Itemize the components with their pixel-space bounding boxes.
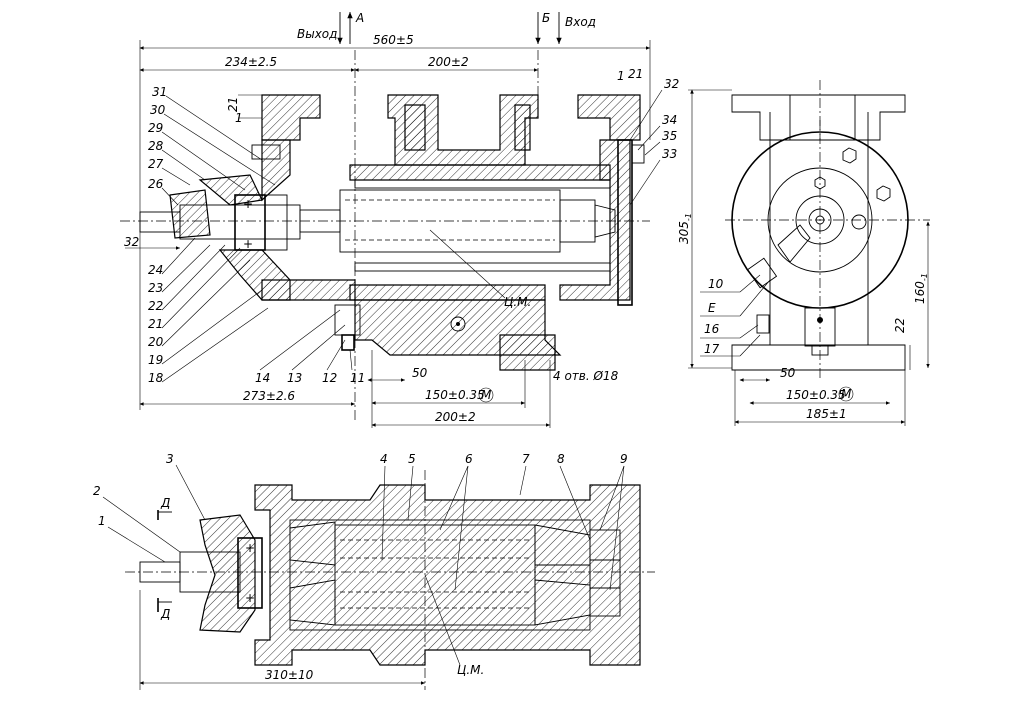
callout-30: 30 (150, 103, 166, 117)
callout-24: 24 (148, 263, 163, 277)
callout-35: 35 (662, 129, 677, 143)
callout-12: 12 (322, 371, 337, 385)
callout-e: Е (708, 301, 716, 315)
callout-10: 10 (708, 277, 724, 291)
bottom-dimensions: 310±10 Д Д Ц.М. (139, 496, 484, 690)
callout-5: 5 (408, 452, 416, 466)
dim-foot-50: 50 (412, 366, 428, 380)
svg-text:+: + (243, 237, 253, 251)
dim-overall-length: 560±5 (373, 33, 414, 47)
dim-left-to-mid: 273±2.6 (243, 389, 295, 403)
dim-foot-length: 200±2 (435, 410, 476, 424)
side-view (725, 80, 930, 380)
section-letter-top: Д (160, 496, 170, 510)
side-dim-foot-bolt-spacing: 150±0.35 (786, 388, 846, 402)
dim-axis-height: 160-1 (913, 273, 929, 304)
callout-8: 8 (557, 452, 565, 466)
top-section-view: + + (120, 50, 650, 420)
side-callouts: 10 Е 16 17 (700, 274, 771, 357)
inlet-letter: Б (542, 11, 550, 25)
dim-foot-bolt-spacing: 150±0.35 (425, 388, 485, 402)
callout-9: 9 (620, 452, 628, 466)
side-dim-m-mark: M (841, 387, 852, 401)
bottom-section-view: + + (125, 470, 655, 690)
dim-axis-height-tolerance: -1 (920, 273, 929, 281)
side-dimensions: 305-1 160-1 22 50 150±0.35 M 185±1 (677, 89, 930, 426)
callout-18: 18 (148, 371, 164, 385)
side-dim-base-width: 185±1 (806, 407, 847, 421)
bottom-callouts: 1 2 3 4 5 6 7 8 9 (93, 452, 628, 591)
callout-21: 21 (148, 317, 163, 331)
svg-text:+: + (243, 197, 253, 211)
callout-11: 11 (350, 371, 365, 385)
holes-note: 4 отв. Ø18 (553, 369, 619, 383)
callout-19: 19 (148, 353, 163, 367)
callout-13: 13 (287, 371, 302, 385)
dim-21-right: 21 (628, 67, 643, 81)
section-letter-bottom: Д (160, 607, 170, 621)
callout-28: 28 (148, 139, 164, 153)
callout-3: 3 (166, 452, 174, 466)
dim-1-right: 1 (617, 69, 625, 83)
callout-2: 2 (93, 484, 101, 498)
callout-4: 4 (380, 452, 388, 466)
outlet-label: Выход (297, 27, 337, 41)
inlet-label: Вход (565, 15, 596, 29)
right-callouts: 32 34 35 33 (629, 77, 679, 206)
callout-34: 34 (662, 113, 677, 127)
callout-14: 14 (255, 371, 270, 385)
dim-height: 305-1 (677, 213, 693, 244)
callout-26: 26 (148, 177, 164, 191)
dim-base-22: 22 (893, 318, 907, 333)
dim-m-mark: M (481, 388, 492, 402)
side-dim-foot-50: 50 (780, 366, 796, 380)
svg-text:+: + (245, 541, 255, 555)
svg-text:+: + (245, 591, 255, 605)
callout-33: 33 (662, 147, 677, 161)
callout-7: 7 (522, 452, 530, 466)
dim-bottom-length: 310±10 (265, 668, 314, 682)
callout-31: 31 (152, 85, 167, 99)
outlet-letter: А (355, 11, 364, 25)
center-mark-bottom: Ц.М. (457, 663, 484, 677)
dim-left-offset: 234±2.5 (225, 55, 277, 69)
callout-32: 32 (664, 77, 679, 91)
top-callouts: 31 30 29 28 27 26 24 23 22 21 20 19 18 1… (148, 85, 365, 385)
callout-22: 22 (148, 299, 163, 313)
dim-shaft-32: 32 (124, 235, 139, 249)
center-mark-top: Ц.М. (504, 295, 531, 309)
callout-6: 6 (465, 452, 473, 466)
callout-16: 16 (704, 322, 720, 336)
callout-29: 29 (148, 121, 163, 135)
callout-27: 27 (148, 157, 164, 171)
callout-17: 17 (704, 342, 720, 356)
dim-mid-span: 200±2 (428, 55, 469, 69)
dim-height-tolerance: -1 (684, 213, 693, 221)
dim-21-left: 21 (226, 97, 240, 112)
top-dimensions: 560±5 234±2.5 200±2 Выход А Б Вход 21 1 … (124, 11, 651, 428)
callout-1: 1 (98, 514, 106, 528)
callout-23: 23 (148, 281, 163, 295)
callout-20: 20 (148, 335, 164, 349)
